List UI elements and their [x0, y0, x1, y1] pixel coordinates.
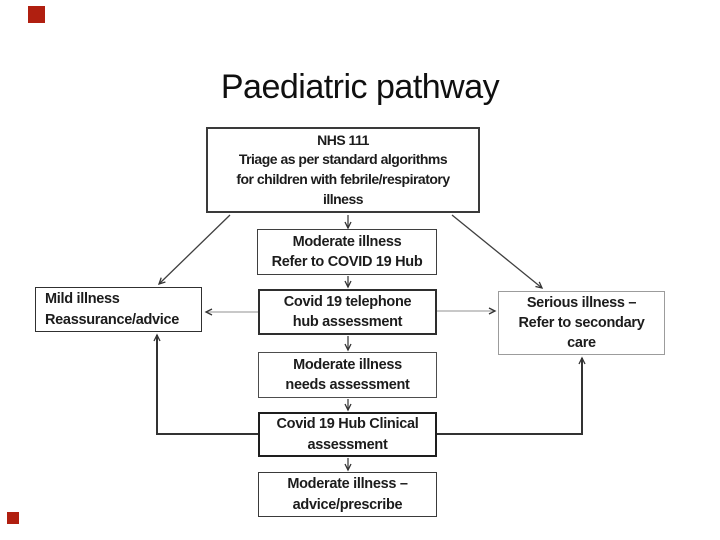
flowchart-box-moderate-illness-refer: Moderate illness Refer to COVID 19 Hub — [257, 229, 437, 275]
page-title: Paediatric pathway — [220, 67, 500, 106]
arrow-nhs111-to-serious — [451, 214, 544, 289]
red-corner-marker-top-left — [28, 6, 45, 23]
red-corner-marker-bottom-left — [7, 512, 19, 524]
flowchart-box-moderate-illness-needs: Moderate illness needs assessment — [258, 352, 437, 398]
flowchart-box-serious-illness: Serious illness – Refer to secondary car… — [498, 291, 665, 355]
flowchart-box-covid-hub-clinical: Covid 19 Hub Clinical assessment — [258, 412, 437, 457]
arrow-nhs111-to-mild — [157, 214, 231, 286]
arrow-clinical-to-serious — [437, 356, 586, 435]
flowchart-box-moderate-illness-advice: Moderate illness – advice/prescribe — [258, 472, 437, 517]
arrow-clinical-to-mild — [153, 333, 258, 435]
flowchart-box-covid-telephone-hub: Covid 19 telephone hub assessment — [258, 289, 437, 335]
flowchart-box-mild-illness: Mild illness Reassurance/advice — [35, 287, 202, 332]
flowchart-box-nhs111: NHS 111 Triage as per standard algorithm… — [206, 127, 480, 213]
